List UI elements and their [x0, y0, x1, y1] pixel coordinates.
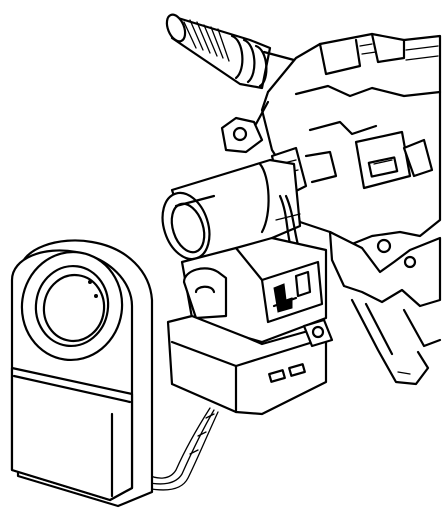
transponder-coil-ring — [10, 239, 154, 508]
wire-harness — [145, 407, 219, 491]
ignition-switch — [180, 236, 328, 344]
steering-shaft — [165, 13, 302, 94]
lock-cylinder-housing — [161, 158, 302, 264]
immobilizer-amplifier-module — [166, 314, 334, 416]
